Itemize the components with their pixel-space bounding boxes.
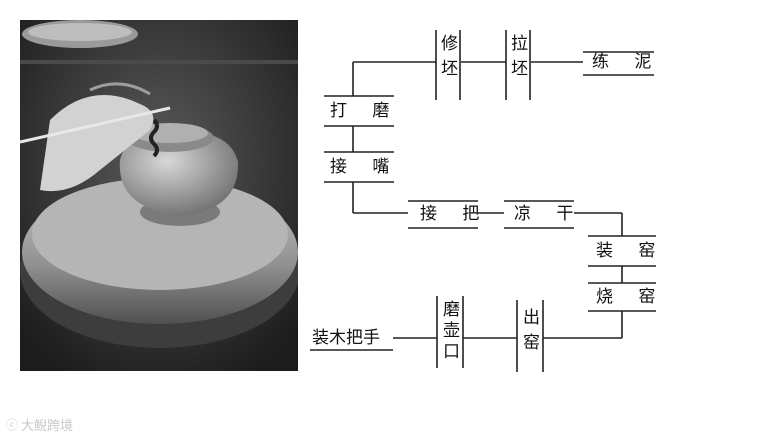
watermark-text: 大鲵跨境 bbox=[21, 419, 74, 434]
watermark: ⓒ 大鲵跨境 bbox=[6, 415, 73, 434]
step-lapi: 拉坯 bbox=[507, 34, 527, 84]
step-chuyao: 出窑 bbox=[519, 308, 539, 358]
step-liannī: 练 泥 bbox=[592, 52, 662, 72]
step-damo: 打 磨 bbox=[330, 101, 400, 121]
step-zhuangyao: 装 窑 bbox=[596, 241, 666, 261]
pottery-photo bbox=[20, 20, 298, 371]
copyright-icon: ⓒ bbox=[6, 418, 19, 432]
step-jieba: 接 把 bbox=[420, 204, 490, 224]
step-xiupi: 修坯 bbox=[437, 34, 457, 84]
step-mohukou: 磨壶口 bbox=[439, 300, 459, 363]
step-zhuangmubashou: 装木把手 bbox=[312, 328, 380, 348]
step-shaoyao: 烧 窑 bbox=[596, 287, 666, 307]
step-jiezui: 接 嘴 bbox=[330, 157, 400, 177]
step-lianggan: 凉 干 bbox=[514, 204, 584, 224]
